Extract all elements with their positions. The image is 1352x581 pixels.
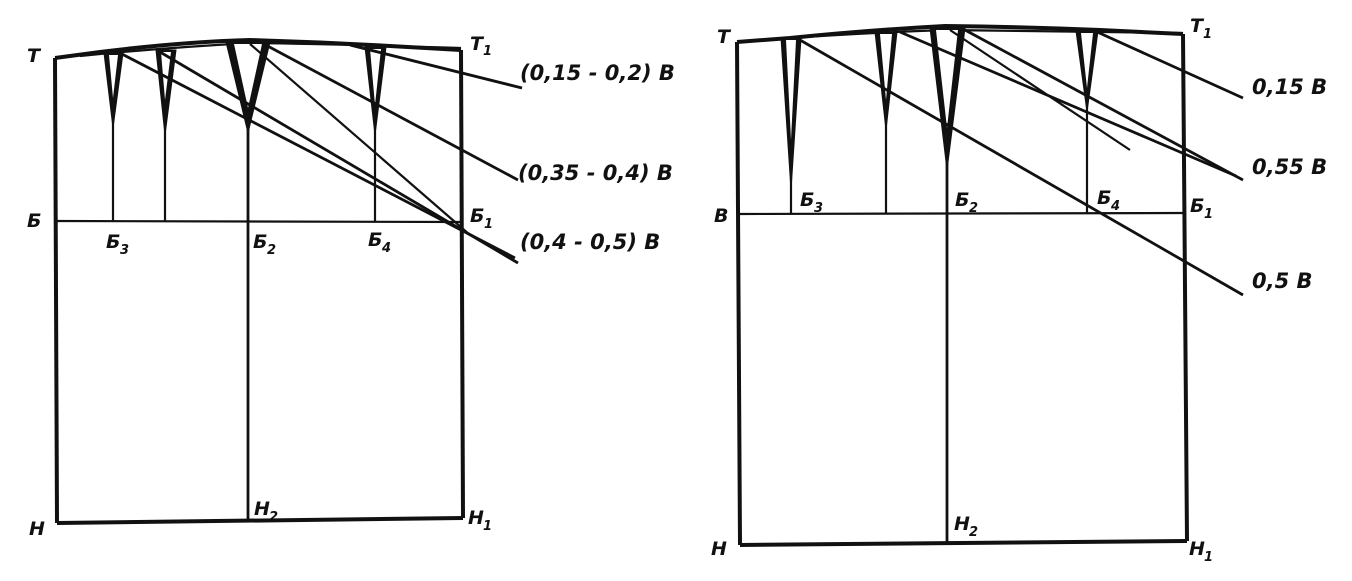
left-label-t1: Т	[470, 33, 485, 55]
right-annotation-3: 0,5 В	[1252, 269, 1313, 293]
right-label-t1-sub: 1	[1203, 27, 1212, 42]
left-bust-line	[54, 219, 464, 224]
right-label-b2-sub: 2	[969, 201, 978, 216]
left-diagonal-line-2	[261, 41, 519, 182]
right-label-h1: Н	[1189, 538, 1205, 560]
right-label-b4-sub: 4	[1110, 199, 1120, 214]
right-label-b3-sub: 3	[814, 201, 823, 216]
right-diagonal-line-3	[899, 30, 1237, 178]
left-label-t1-sub: 1	[483, 44, 492, 59]
left-label-b3: Б	[106, 231, 120, 253]
right-label-t1: Т	[1190, 15, 1205, 37]
left-label-b4: Б	[368, 229, 382, 251]
right-annotation-1: 0,15 В	[1252, 75, 1327, 99]
left-diagram: Т Т 1 Б Б 1 Б 3 Б 2 Б 4 Н Н 1 Н 2 (0,15 …	[27, 33, 675, 540]
right-diagonal-line-2	[964, 28, 1244, 182]
left-label-b1-sub: 1	[484, 217, 493, 232]
left-frame-left-edge	[53, 57, 59, 524]
left-label-b3-sub: 3	[120, 243, 129, 258]
left-dart-2	[155, 49, 177, 136]
left-frame-bottom-edge	[56, 516, 464, 525]
left-diagonal-line-4	[119, 51, 516, 260]
right-label-b2: Б	[955, 189, 969, 211]
left-label-b: Б	[27, 210, 41, 232]
right-label-b1: Б	[1190, 195, 1204, 217]
left-label-b1: Б	[470, 205, 484, 227]
right-label-b1-sub: 1	[1204, 207, 1213, 222]
left-annotation-3: (0,4 - 0,5) В	[520, 230, 660, 254]
right-label-b4: Б	[1097, 187, 1111, 209]
left-label-t: Т	[27, 45, 42, 67]
left-label-b2: Б	[253, 231, 267, 253]
left-label-b4-sub: 4	[381, 241, 391, 256]
left-annotation-1: (0,15 - 0,2) В	[520, 61, 675, 85]
right-label-b: В	[714, 205, 728, 227]
left-label-h: Н	[29, 518, 45, 540]
right-bust-line	[737, 211, 1185, 216]
right-diagonal-line-5	[949, 29, 1131, 151]
left-label-h1: Н	[468, 507, 484, 529]
right-frame-bottom-edge	[739, 539, 1188, 547]
left-frame-right-edge	[459, 49, 465, 519]
right-label-b3: Б	[800, 189, 814, 211]
right-diagram: Т Т 1 В Б 1 Б 3 Б 2 Б 4 Н Н 1 Н 2 0,15 В…	[711, 15, 1327, 565]
right-label-h1-sub: 1	[1204, 550, 1213, 565]
right-label-t: Т	[717, 26, 732, 48]
right-diagonal-line-1	[1094, 29, 1244, 100]
right-label-h2: Н	[954, 513, 970, 535]
right-annotation-2: 0,55 В	[1252, 155, 1327, 179]
right-frame-left-edge	[735, 41, 742, 546]
right-frame-right-edge	[1181, 33, 1189, 542]
right-top-contour	[736, 23, 1184, 44]
left-label-h2: Н	[254, 498, 270, 520]
left-label-h2-sub: 2	[269, 510, 278, 525]
right-label-h: Н	[711, 538, 727, 560]
left-label-h1-sub: 1	[483, 519, 492, 534]
right-diagonal-line-4	[799, 38, 1244, 297]
left-label-b2-sub: 2	[267, 243, 276, 258]
right-label-h2-sub: 2	[969, 525, 978, 540]
left-diagonal-line-5	[249, 43, 471, 236]
left-diagonal-line-1	[349, 43, 523, 90]
left-annotation-2: (0,35 - 0,4) В	[518, 161, 673, 185]
